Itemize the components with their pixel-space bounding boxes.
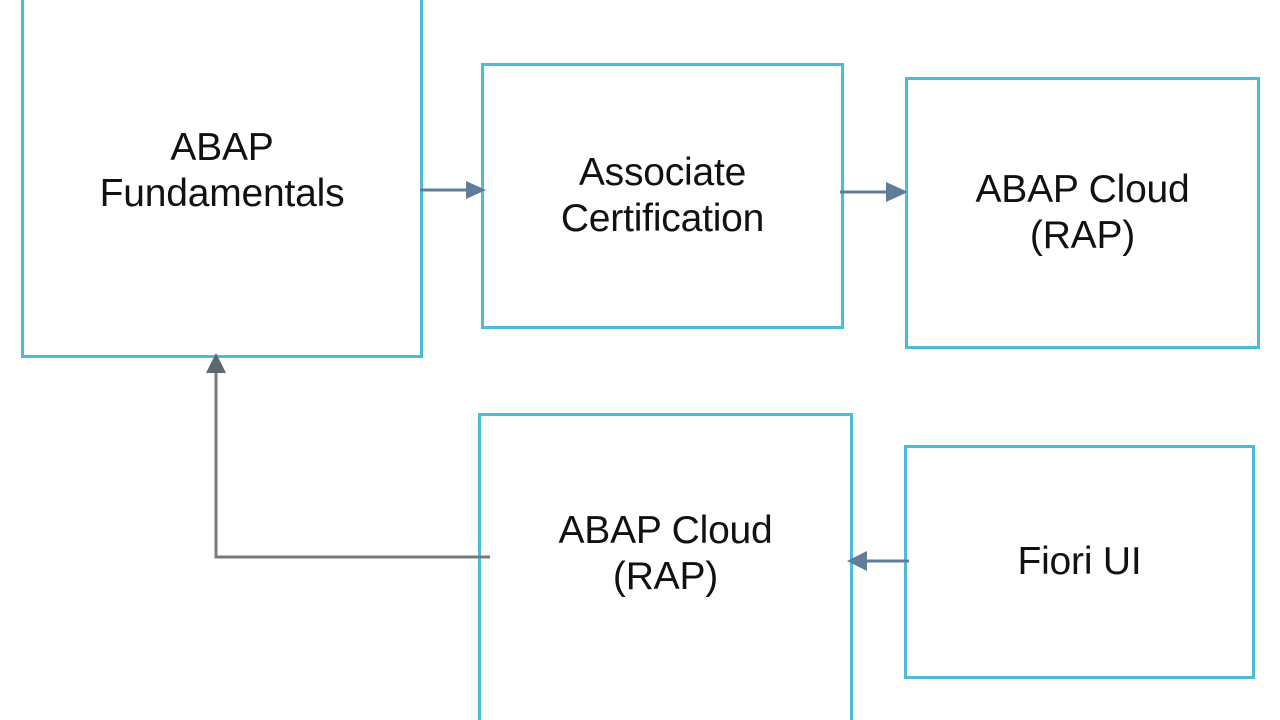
edge-associate-to-cloud-arrow [840,182,908,202]
edge-fiori-to-cloud-bottom-arrow [847,551,909,571]
node-fiori-ui[interactable]: Fiori UI [904,445,1255,679]
node-abap-cloud-rap-top[interactable]: ABAP Cloud (RAP) [905,77,1260,349]
node-abap-cloud-rap-bottom-label: ABAP Cloud (RAP) [558,509,773,598]
edge-cloud-bottom-to-fundamentals-elbow [206,353,490,559]
node-abap-cloud-rap-bottom[interactable]: ABAP Cloud (RAP) [478,413,853,720]
node-fiori-ui-label: Fiori UI [1017,540,1142,584]
node-abap-fundamentals[interactable]: ABAP Fundamentals [21,0,423,358]
node-abap-fundamentals-label: ABAP Fundamentals [99,126,345,215]
node-associate-certification-label: Associate Certification [560,151,765,240]
node-abap-cloud-rap-top-label: ABAP Cloud (RAP) [975,168,1190,257]
node-associate-certification[interactable]: Associate Certification [481,63,844,329]
edge-fundamentals-to-associate-arrow [420,181,486,199]
